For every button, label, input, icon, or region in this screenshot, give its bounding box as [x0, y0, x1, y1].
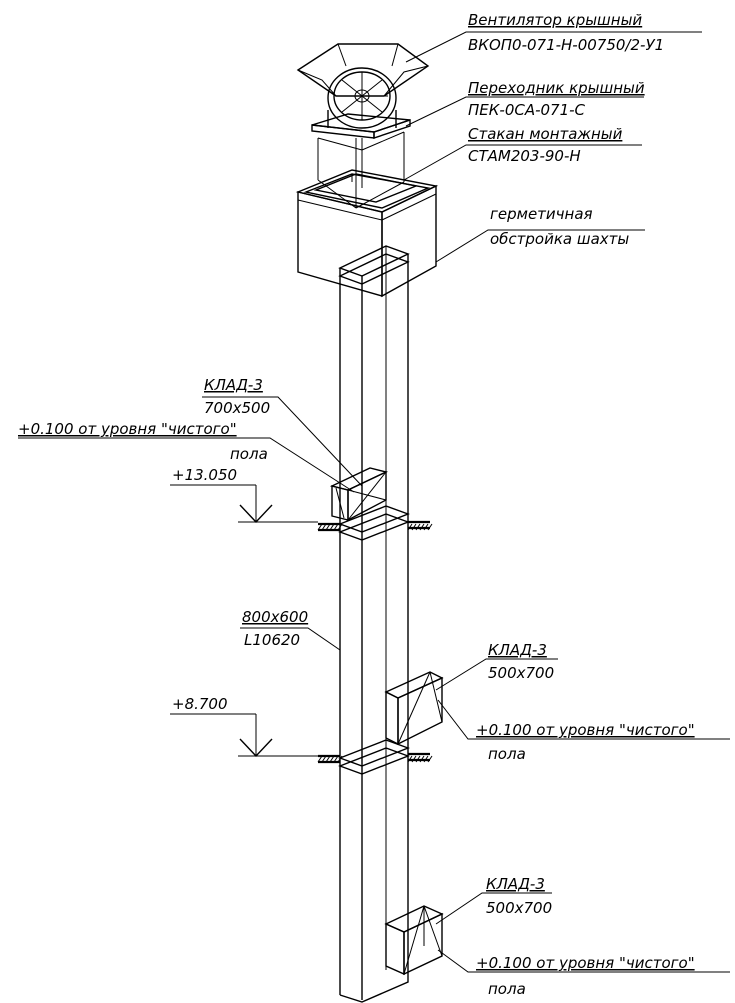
valve-2-name: КЛАД-3 — [488, 641, 547, 659]
valve-1 — [329, 467, 389, 522]
valve-1-note: +0.100 от уровня "чистого" — [18, 420, 237, 438]
duct-size-label: 800x600 — [242, 608, 308, 626]
valve-3-size: 500x700 — [486, 899, 552, 917]
fan-name-label: Вентилятор крышный — [468, 11, 642, 29]
valve-3-note2: пола — [488, 980, 526, 998]
valve-2-note: +0.100 от уровня "чистого" — [476, 721, 695, 739]
adapter-name-label: Переходник крышный — [468, 79, 645, 97]
valve-3-name: КЛАД-3 — [486, 875, 545, 893]
floor-slab-2 — [317, 739, 433, 775]
curb-model-label: СТАМ203-90-Н — [468, 147, 581, 165]
leader-lines — [18, 31, 730, 973]
shaft-enclosure — [295, 169, 439, 298]
main-duct — [338, 245, 410, 1003]
shaft-label-line1: герметичная — [490, 205, 593, 223]
roof-fan — [296, 43, 430, 129]
fan-model-label: ВКОП0-071-Н-00750/2-У1 — [468, 36, 664, 54]
level-1-value: +13.050 — [172, 466, 237, 484]
valve-1-size: 700x500 — [204, 399, 270, 417]
curb-name-label: Стакан монтажный — [468, 125, 623, 143]
valve-2 — [384, 671, 444, 746]
valve-2-note2: пола — [488, 745, 526, 763]
shaft-label-line2: обстройка шахты — [490, 230, 629, 248]
roof-adapter — [311, 113, 411, 139]
valve-3 — [384, 905, 444, 976]
level-2-value: +8.700 — [172, 695, 228, 713]
level-mark-2 — [170, 713, 318, 758]
valve-1-name: КЛАД-3 — [204, 376, 263, 394]
level-mark-1 — [170, 484, 318, 524]
valve-1-note2: пола — [230, 445, 268, 463]
floor-slab-1 — [317, 505, 433, 541]
valve-3-note: +0.100 от уровня "чистого" — [476, 954, 695, 972]
adapter-model-label: ПЕК-0СА-071-С — [468, 101, 586, 119]
duct-length-label: L10620 — [244, 631, 300, 649]
valve-2-size: 500x700 — [488, 664, 554, 682]
